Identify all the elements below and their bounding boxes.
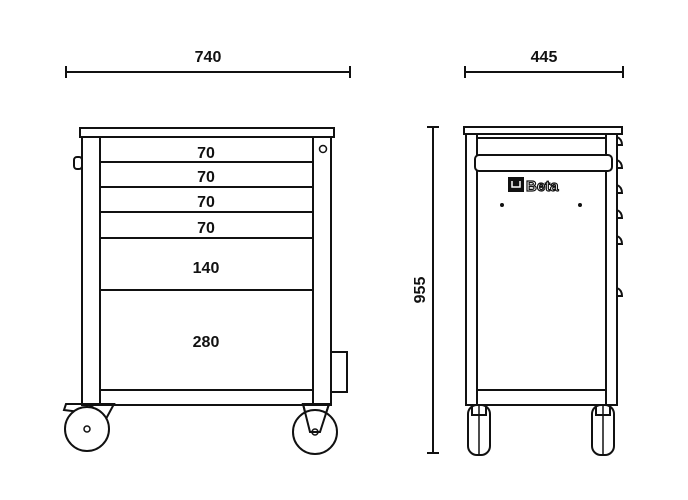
drawer-height-label: 70 [197,220,215,237]
front-view: 70 70 70 70 140 280 [62,127,348,455]
beta-logo-text: Beta [526,178,559,195]
depth-dimension: 445 [464,49,624,78]
drawer-height-label: 70 [197,169,215,186]
side-hook [73,156,83,170]
drawer-height-label: 280 [193,334,220,351]
side-castor-right [591,404,615,456]
width-label: 740 [195,49,222,66]
castor-wheel-braked [62,403,116,452]
drawer-height-label: 140 [193,260,220,277]
castor-wheel [292,403,338,455]
drawer-handles [616,136,624,297]
height-label: 955 [412,277,429,304]
drawer-height-label: 70 [197,145,215,162]
height-dimension: 955 [412,126,439,454]
depth-label: 445 [531,49,558,66]
bottom-rail [99,389,314,406]
side-castor-left [467,404,491,456]
side-bin [330,351,348,393]
push-handle [474,154,613,172]
drawer-stack: 70 70 70 70 140 280 [99,136,314,406]
width-dimension: 740 [65,49,351,78]
drawer-height-label: 70 [197,194,215,211]
lock-icon [318,144,328,154]
beta-logo: Beta [508,177,560,196]
side-view: Beta [463,126,624,456]
